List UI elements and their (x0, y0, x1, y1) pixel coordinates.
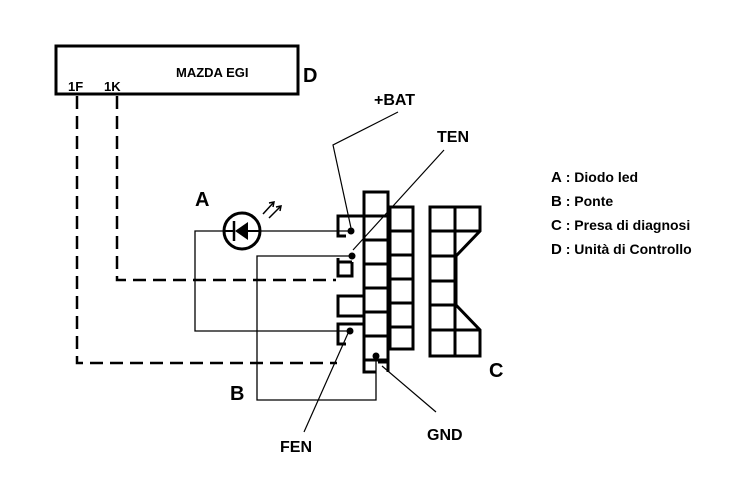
label-bat: +BAT (374, 92, 415, 109)
legend-item: D : Unità di Controllo (551, 241, 692, 258)
legend-item: B : Ponte (551, 193, 613, 210)
ecu-wires (75, 96, 337, 365)
terminal-gnd (372, 352, 380, 360)
terminal-dots (346, 227, 380, 360)
connector-housing (428, 205, 482, 358)
leader-ten (352, 149, 445, 251)
ecu-title: MAZDA EGI (176, 65, 248, 80)
label-c: C (489, 360, 503, 382)
connector-side-cavities (336, 214, 390, 374)
diagnostic-connector (336, 190, 415, 374)
wire-led-left (194, 230, 350, 332)
ecu-letter-d: D (303, 65, 317, 87)
led-triangle (235, 222, 248, 240)
connector-left-column (362, 190, 390, 362)
ecu-pin-1k: 1K (104, 79, 121, 94)
ecu-pin-1f: 1F (68, 79, 83, 94)
leader-lines (303, 111, 445, 433)
label-fen: FEN (280, 439, 312, 456)
connector-right-column (388, 205, 415, 351)
label-a: A (195, 189, 209, 211)
legend: A : Diodo led B : Ponte C : Presa di dia… (551, 169, 692, 258)
wire-1f (75, 96, 337, 365)
led-diode (222, 201, 282, 251)
wire-1k (115, 96, 336, 282)
leader-gnd (381, 365, 437, 413)
label-b: B (230, 383, 244, 405)
led-light-rays-icon (262, 201, 282, 219)
terminal-bat (347, 227, 355, 235)
leader-fen (303, 330, 350, 433)
wire-jumper-b (256, 255, 377, 401)
terminal-fen (346, 327, 354, 335)
terminal-ten (348, 252, 356, 260)
label-gnd: GND (427, 427, 463, 444)
leader-bat (332, 111, 399, 229)
thin-wires (194, 230, 377, 401)
label-ten: TEN (437, 129, 469, 146)
legend-item: A : Diodo led (551, 169, 638, 186)
legend-item: C : Presa di diagnosi (551, 217, 690, 234)
ecu-box (54, 44, 300, 96)
ecu-unit: MAZDA EGI 1F 1K D (54, 44, 317, 96)
